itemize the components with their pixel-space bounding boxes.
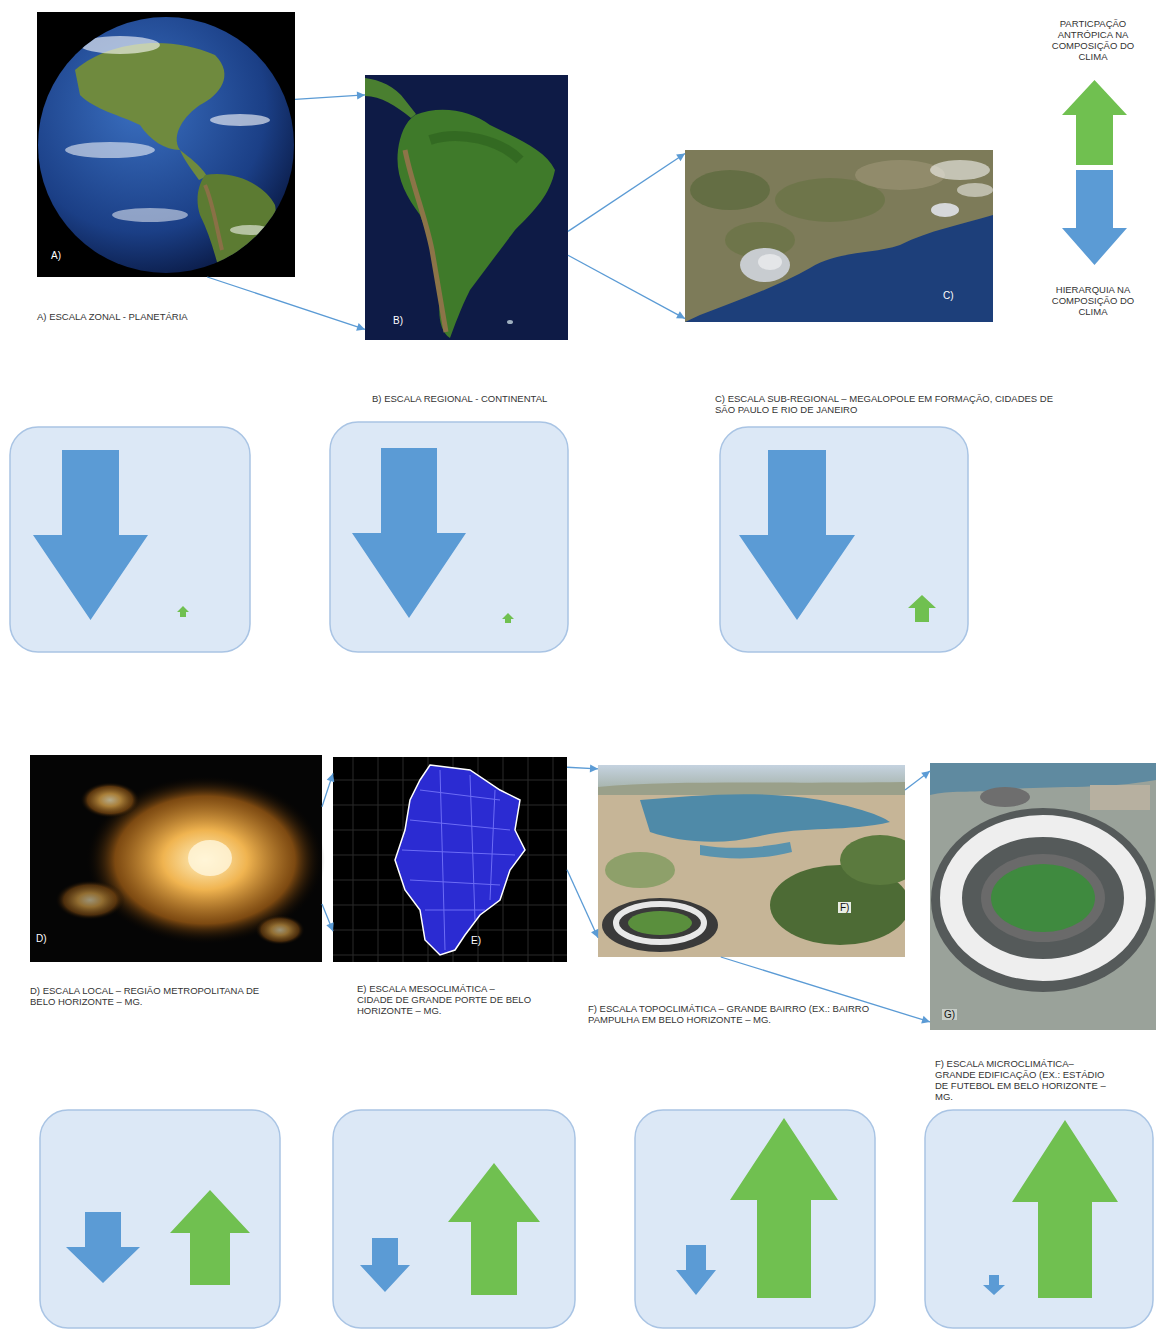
image-frame: E)	[333, 757, 567, 962]
connector-arrow	[568, 153, 685, 231]
image-frame: D)	[30, 755, 322, 962]
image-frame: F)	[598, 765, 905, 957]
scale-caption: E) ESCALA MESOCLIMÁTICA – CIDADE DE GRAN…	[357, 983, 532, 1016]
connector-arrow	[295, 95, 365, 100]
arrow-head	[327, 773, 335, 782]
scale-caption: B) ESCALA REGIONAL - CONTINENTAL	[372, 393, 652, 404]
figure-letter: D)	[34, 933, 49, 944]
arrow-head	[357, 91, 365, 99]
scale-caption: A) ESCALA ZONAL - PLANETÁRIA	[37, 311, 307, 322]
connector-arrow	[568, 255, 685, 318]
connector-arrow	[905, 771, 930, 790]
image-frame: A)	[37, 12, 295, 277]
scale-caption: D) ESCALA LOCAL – REGIÃO METROPOLITANA D…	[30, 985, 285, 1007]
arrow-head	[921, 771, 930, 779]
connector-arrow	[322, 904, 333, 931]
figure-letter: F)	[838, 902, 851, 913]
connector-arrow	[207, 277, 365, 329]
arrow-head	[590, 764, 598, 772]
image-frame: B)	[365, 75, 568, 340]
arrow-head	[921, 1016, 930, 1024]
scale-caption: F) ESCALA MICROCLIMÁTICA– GRANDE EDIFICA…	[935, 1058, 1110, 1102]
arrow-head	[676, 311, 685, 318]
axis-note: HIERARQUIA NA COMPOSIÇÃO DO CLIMA	[1043, 284, 1143, 317]
connector-arrow	[567, 870, 598, 938]
figure-letter: G)	[942, 1009, 957, 1020]
arrow-head	[676, 153, 685, 161]
figure-letter: A)	[49, 250, 63, 261]
axis-note: PARTICPAÇÃO ANTRÓPICA NA COMPOSIÇÃO DO C…	[1043, 18, 1143, 62]
figure-letter: B)	[391, 315, 405, 326]
arrow-head	[356, 323, 365, 331]
image-frame: G)	[930, 763, 1156, 1030]
figure-letter: C)	[941, 290, 956, 301]
scale-caption: F) ESCALA TOPOCLIMÁTICA – GRANDE BAIRRO …	[588, 1003, 918, 1025]
image-frame: C)	[685, 150, 993, 322]
figure-letter: E)	[469, 935, 483, 946]
scale-caption: C) ESCALA SUB-REGIONAL – MEGALOPOLE EM F…	[715, 393, 1065, 415]
arrow-head	[326, 922, 333, 931]
arrow-head	[591, 929, 598, 938]
